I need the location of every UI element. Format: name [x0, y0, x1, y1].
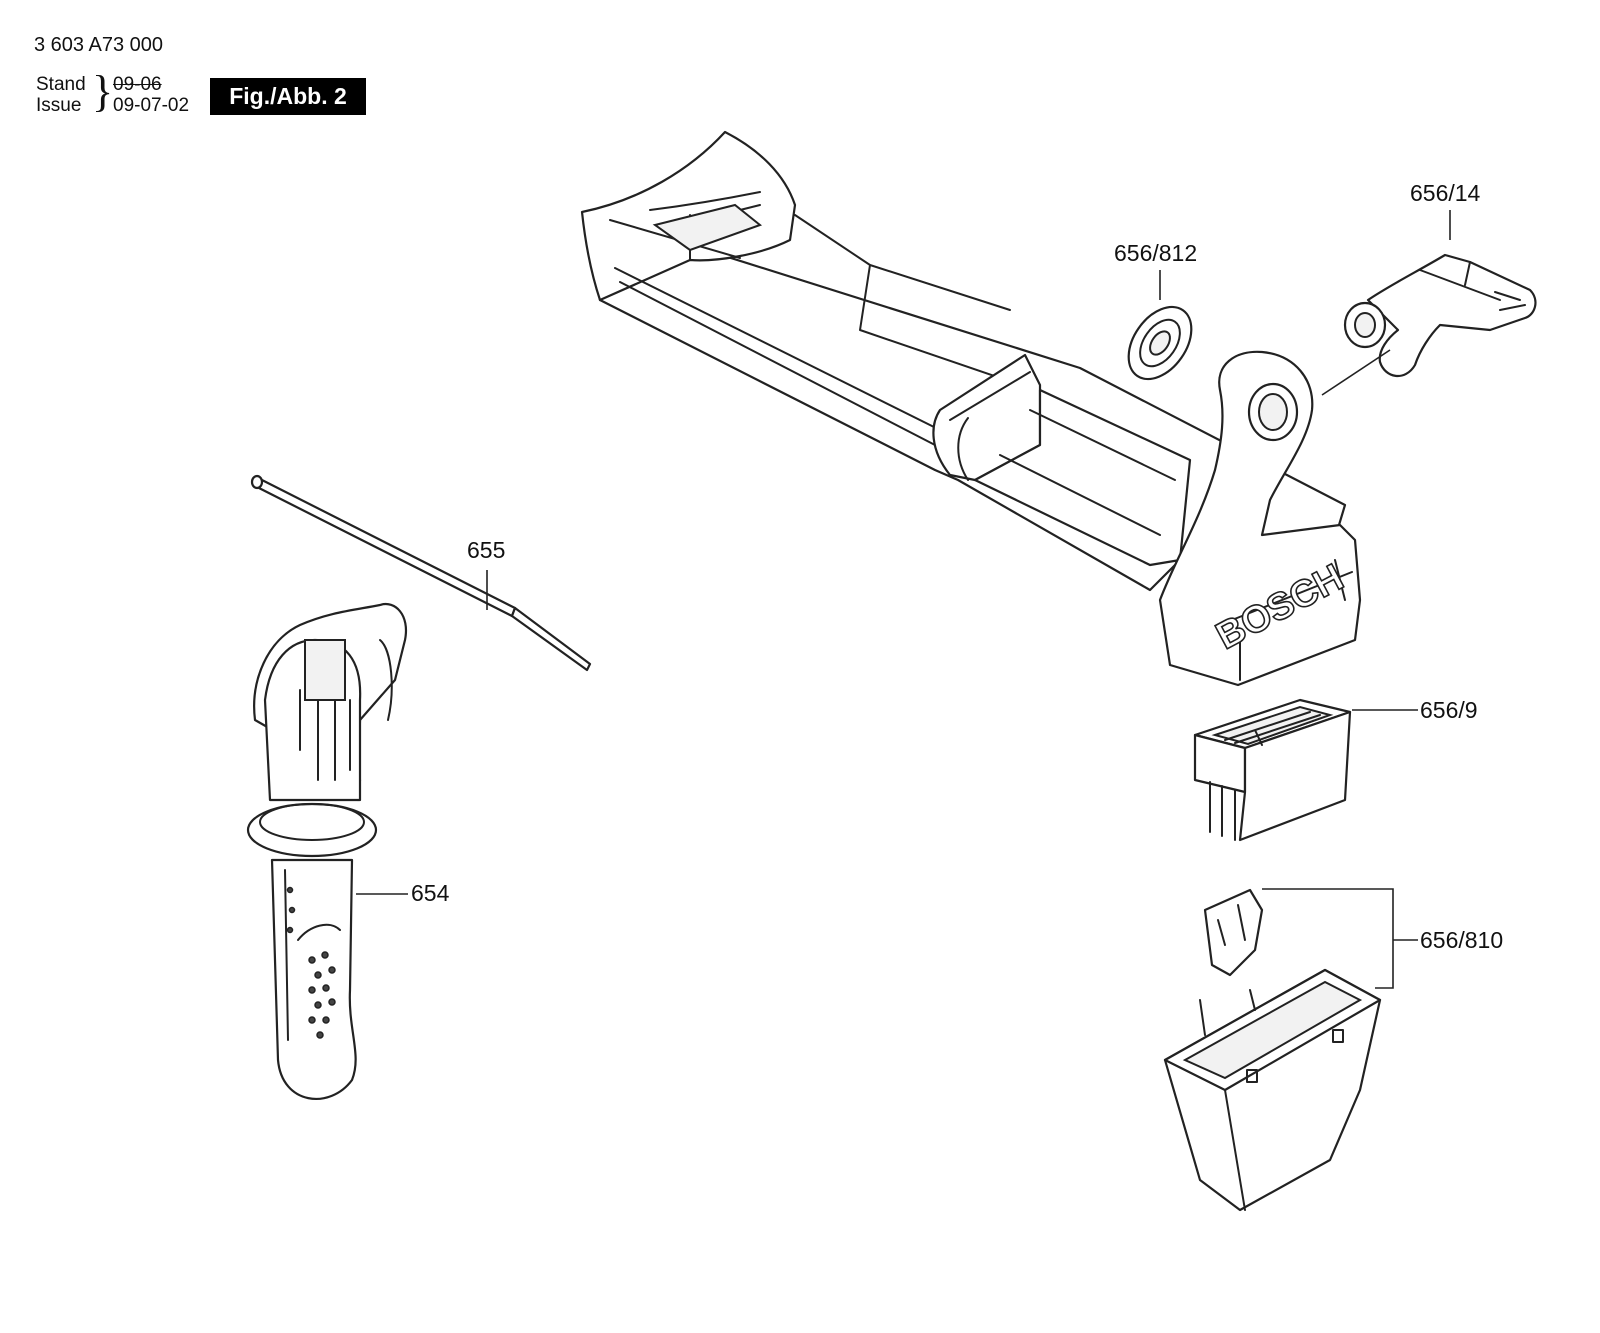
part-label-656-14: 656/14	[1410, 180, 1481, 206]
filter-656-9	[1193, 698, 1418, 842]
brace-glyph: }	[92, 67, 114, 116]
rod-655	[250, 474, 592, 672]
stand-date-struck: 09-06	[113, 74, 162, 95]
part-label-656-9: 656/9	[1420, 697, 1478, 723]
issue-label: Issue	[36, 95, 82, 116]
part-label-655: 655	[467, 537, 506, 563]
part-label-656-812: 656/812	[1114, 240, 1198, 266]
washer-656-812	[1127, 270, 1193, 381]
clip-656-14	[1321, 210, 1537, 396]
side-handle-654	[246, 602, 408, 1101]
dust-box-656-810	[1163, 888, 1418, 1212]
stand-label: Stand	[36, 74, 86, 95]
issue-date: 09-07-02	[113, 95, 190, 116]
figure-badge: Fig./Abb. 2	[210, 78, 366, 115]
part-label-656-810: 656/810	[1420, 927, 1504, 953]
part-label-654: 654	[411, 880, 450, 906]
document-number: 3 603 A73 000	[34, 34, 164, 56]
dust-extraction-arm: BOSCH	[580, 130, 1362, 687]
